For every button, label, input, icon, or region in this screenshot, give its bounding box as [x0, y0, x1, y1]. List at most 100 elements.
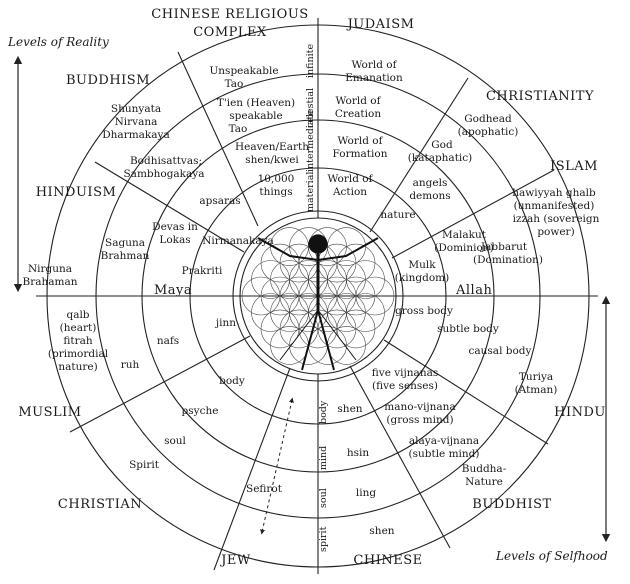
muslim-qalb-5: nature) — [58, 361, 97, 373]
christian-god-1: God — [431, 139, 453, 151]
spoke-muslim-christian — [69, 335, 251, 433]
christian-self: body psyche soul Spirit — [129, 375, 245, 471]
tradition-muslim: MUSLIM — [18, 405, 81, 420]
chinese-things-2: things — [259, 186, 292, 198]
hindu-self: gross body subtle body causal body Turiy… — [395, 305, 557, 396]
levels-of-reality-label: Levels of Reality — [7, 35, 109, 49]
spoke-buddhist-hindu — [383, 339, 549, 445]
tradition-christian: CHRISTIAN — [58, 497, 142, 512]
jewish-spirit: spirit — [318, 526, 329, 552]
level-infinite: infinite — [305, 44, 316, 78]
jewish-sefirot: Sefirot — [246, 483, 283, 495]
chinese-unspeakable-1: Unspeakable — [209, 65, 278, 77]
muslim-ruh: ruh — [121, 359, 140, 371]
buddhist-five-vijnanas-2: (five senses) — [372, 380, 438, 392]
jewish-self: Sefirot body mind soul spirit — [246, 400, 329, 552]
world-formation-1: World of — [337, 135, 383, 147]
tradition-chinese-lower: CHINESE — [353, 553, 422, 568]
level-celestial: celestial — [305, 88, 316, 128]
muslim-qalb-1: qalb — [66, 309, 89, 321]
tradition-jew: JEW — [219, 553, 251, 568]
jewish-mind: mind — [318, 446, 329, 470]
chinese-shen-inner: shen — [337, 403, 362, 415]
spoke-chinese-buddhist — [349, 365, 451, 549]
hindu-devas-1: Devas in — [152, 221, 198, 233]
world-emanation-2: Emanation — [345, 72, 403, 84]
islam-mulk-2: (kingdom) — [395, 272, 449, 284]
buddhist-mano-2: (gross mind) — [386, 414, 453, 426]
spoke-christianity-islam — [391, 169, 555, 259]
muslim-qalb-2: (heart) — [60, 322, 97, 334]
tradition-hindu: HINDU — [554, 405, 606, 420]
hindu-nirguna-1: Nirguna — [28, 263, 72, 275]
buddhist-apsaras: apsaras — [199, 195, 240, 207]
hindu-turiya-2: (Atman) — [515, 384, 558, 396]
hindu-turiya-1: Turiya — [519, 371, 553, 383]
chinese-hsin: hsin — [347, 447, 370, 459]
maya-label: Maya — [154, 283, 192, 298]
figure-legs-spread — [279, 309, 357, 361]
tradition-buddhism: BUDDHISM — [66, 73, 150, 88]
level-material: material — [305, 172, 316, 212]
christian-godhead-2: (apophatic) — [458, 126, 519, 138]
islam-malakut-2: (Dominion) — [434, 242, 493, 254]
buddhist-buddha-nature-1: Buddha- — [462, 463, 507, 475]
buddhist-levels: Shunyata Nirvana Dharmakaya Bodhisattvas… — [102, 103, 274, 247]
world-emanation-1: World of — [351, 59, 397, 71]
christian-psyche: psyche — [182, 405, 219, 417]
buddhist-buddha-nature-2: Nature — [465, 476, 503, 488]
christian-angels-2: demons — [409, 190, 450, 202]
buddhist-alaya-1: alaya-vijnana — [409, 435, 479, 447]
spoke-christian-jew — [213, 367, 291, 571]
islam-hawiyyah-4: power) — [537, 226, 574, 238]
tradition-buddhist: BUDDHIST — [472, 497, 551, 512]
hindu-causal-body: causal body — [469, 345, 532, 357]
tradition-chinese-line2: COMPLEX — [193, 25, 267, 40]
buddhist-five-vijnanas-1: five vijnanas — [372, 367, 438, 379]
chinese-self: shen hsin ling shen — [337, 403, 394, 537]
islam-levels: hawiyyah ghalb (unmanifested) izzah (sov… — [395, 187, 600, 284]
jewish-soul: soul — [318, 488, 329, 508]
christian-soul: soul — [164, 435, 186, 447]
christian-body: body — [219, 375, 245, 387]
islam-hawiyyah-3: izzah (sovereign — [513, 213, 600, 225]
allah-label: Allah — [455, 283, 492, 298]
hindu-saguna-1: Saguna — [105, 237, 145, 249]
chinese-tien-1: T'ien (Heaven) — [217, 97, 295, 109]
chinese-unspeakable-2: Tao — [225, 78, 244, 90]
islam-jabbarut-2: (Domination) — [473, 254, 543, 266]
islam-hawiyyah-1: hawiyyah ghalb — [512, 187, 596, 199]
islam-hawiyyah-2: (unmanifested) — [514, 200, 595, 212]
chinese-heaven-earth-2: shen/kwei — [245, 154, 299, 166]
muslim-qalb-4: (primordial — [48, 348, 109, 360]
spoke-buddhism-chinese — [177, 51, 259, 227]
world-action-1: World of — [327, 173, 373, 185]
jewish-body: body — [318, 400, 329, 424]
chinese-things-1: 10,000 — [258, 173, 295, 185]
hindu-gross-body: gross body — [395, 305, 453, 317]
hindu-saguna-2: Brahman — [101, 250, 150, 262]
buddhist-bodhisattvas-1: Bodhisattvas; — [130, 155, 202, 167]
buddhist-shunyata-1: Shunyata — [111, 103, 161, 115]
hindu-devas-2: Lokas — [159, 234, 190, 246]
world-action-2: Action — [332, 186, 367, 198]
hindu-levels: Nirguna Brahaman Saguna Brahman Devas in… — [23, 221, 223, 288]
islam-jabbarut-1: Jabbarut — [480, 241, 528, 253]
buddhist-self: five vijnanas (five senses) mano-vijnana… — [372, 367, 507, 488]
buddhist-mano-1: mano-vijnana — [384, 401, 455, 413]
buddhist-alaya-2: (subtle mind) — [409, 448, 480, 460]
chinese-shen-outer: shen — [369, 525, 394, 537]
spoke-judaism-christianity — [369, 77, 469, 233]
sefirot-dashed-arrow — [260, 397, 294, 535]
chinese-levels: Unspeakable Tao T'ien (Heaven) speakable… — [209, 65, 309, 198]
hindu-nirguna-2: Brahaman — [23, 276, 78, 288]
levels-of-selfhood-label: Levels of Selfhood — [495, 549, 608, 563]
hindu-prakriti: Prakriti — [182, 265, 223, 277]
tradition-christianity: CHRISTIANITY — [486, 89, 594, 104]
christian-spirit: Spirit — [129, 459, 160, 471]
christian-god-2: (kataphatic) — [408, 152, 473, 164]
tradition-islam: ISLAM — [550, 159, 598, 174]
world-creation-1: World of — [335, 95, 381, 107]
muslim-nafs: nafs — [157, 335, 179, 347]
